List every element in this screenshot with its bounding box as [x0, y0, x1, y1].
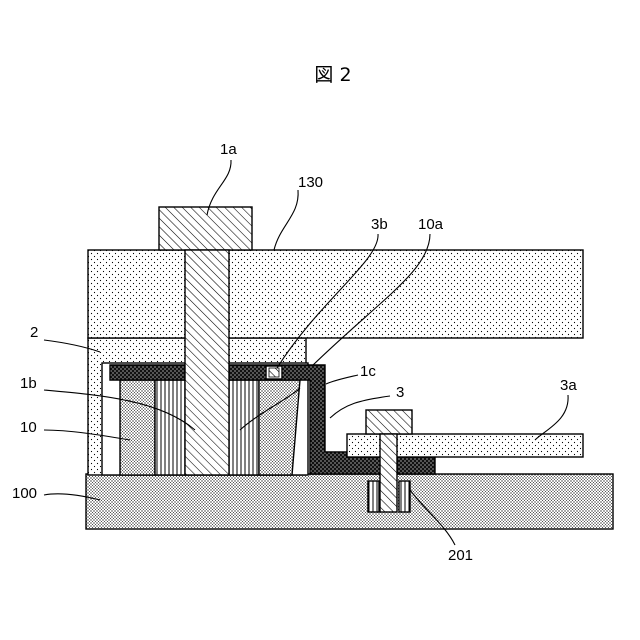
label-10: 10 — [20, 419, 37, 436]
pin-201-shaft — [380, 434, 397, 512]
element-1b-right — [229, 380, 259, 475]
substrate-100 — [86, 474, 613, 529]
label-1a: 1a — [220, 141, 237, 158]
leader-1c — [326, 375, 358, 384]
label-10a: 10a — [418, 216, 444, 233]
leader-3a — [535, 395, 568, 440]
leader-130 — [274, 190, 298, 250]
figure-title: 図 2 — [314, 64, 351, 86]
element-10-right — [259, 380, 300, 475]
element-3b-core — [269, 368, 279, 377]
hole-201-left — [368, 481, 379, 512]
hole-201-right — [399, 481, 410, 512]
label-3: 3 — [396, 384, 404, 401]
element-1b-left — [155, 380, 185, 475]
element-10-left — [120, 380, 155, 475]
pin-1a-shaft — [185, 250, 229, 475]
label-201: 201 — [448, 547, 473, 564]
label-1c: 1c — [360, 363, 376, 380]
label-3b: 3b — [371, 216, 388, 233]
pin-1a-cap — [159, 207, 252, 250]
label-130: 130 — [298, 174, 323, 191]
label-2: 2 — [30, 324, 38, 341]
label-3a: 3a — [560, 377, 577, 394]
label-100: 100 — [12, 485, 37, 502]
label-1b: 1b — [20, 375, 37, 392]
pin-201-cap — [366, 410, 412, 434]
cover-layer-130 — [88, 250, 583, 338]
